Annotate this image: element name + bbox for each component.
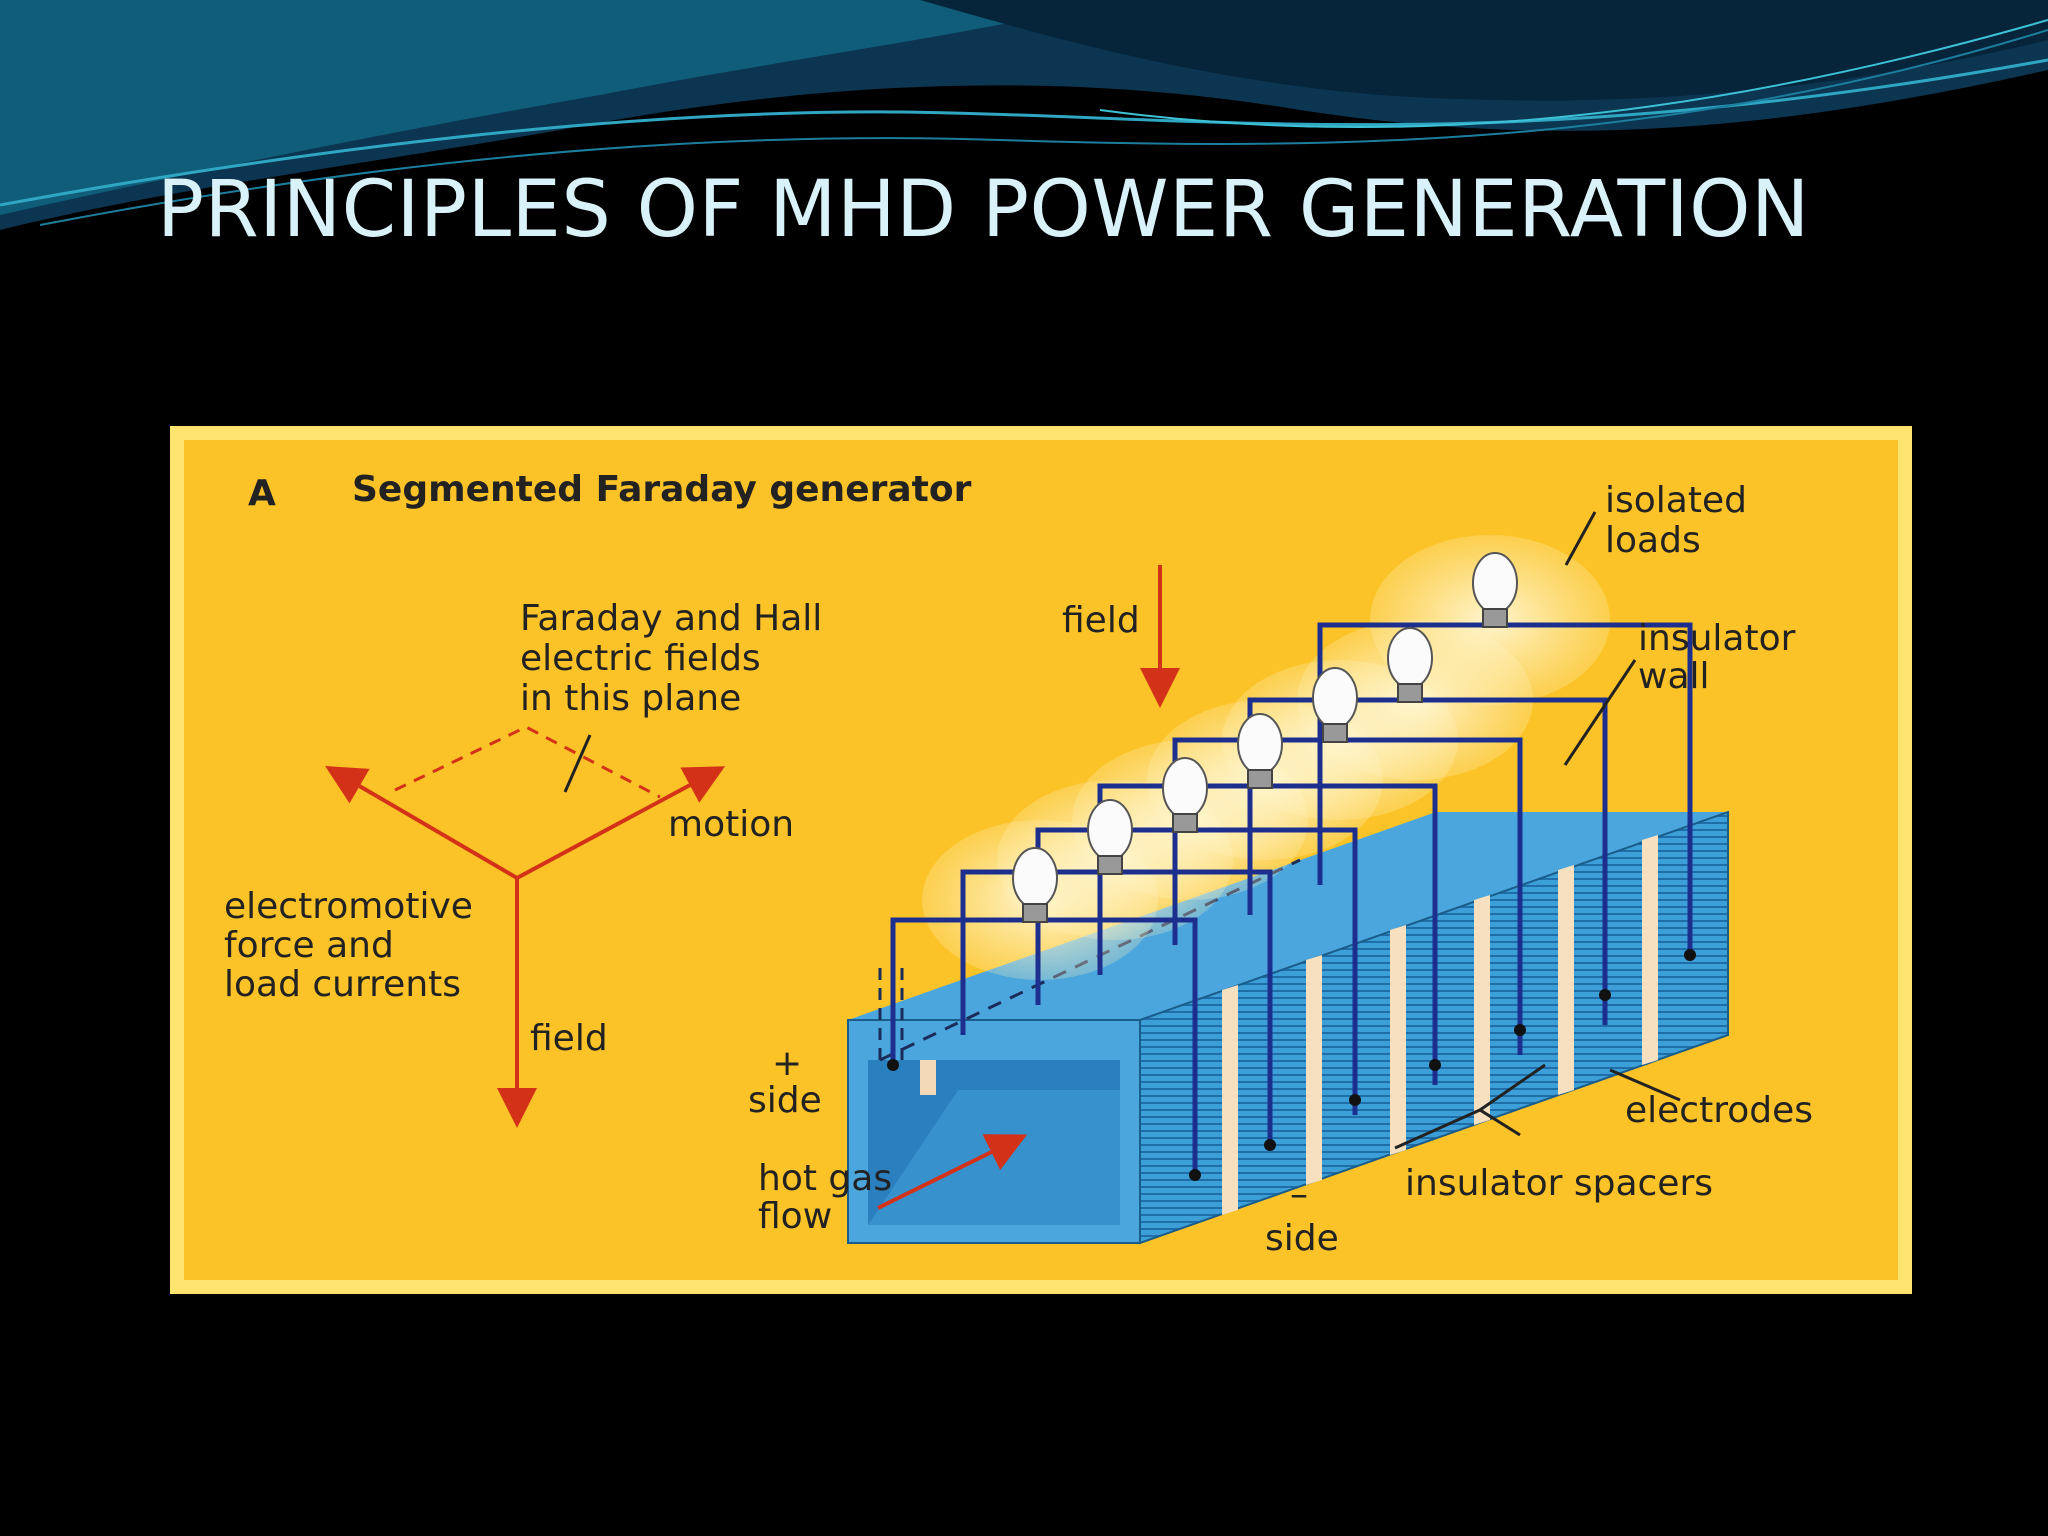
motion-arrow (516, 766, 726, 880)
electrode-terminal (1349, 1094, 1361, 1106)
plane-leader-line (563, 734, 592, 793)
light-bulb (1237, 713, 1283, 789)
plane-label-line3: in this plane (520, 678, 741, 719)
panel-letter: A (248, 473, 276, 514)
light-bulb (1387, 627, 1433, 703)
wave-line-3 (1099, 19, 2048, 129)
vector-diagram (325, 725, 726, 1128)
hot-gas-flow-arrow (877, 1134, 1028, 1210)
isolated-loads-leader (1564, 511, 1597, 566)
hot-gas-label-line2: flow (758, 1196, 832, 1237)
light-bulb (1162, 757, 1208, 833)
panel-title: Segmented Faraday generator (352, 469, 972, 510)
minus-side-label: side (1265, 1218, 1339, 1259)
load-wire (1035, 827, 1358, 1115)
insulator-spacer (1558, 865, 1574, 1095)
insulator-spacer (1474, 895, 1490, 1125)
wave-band-deep (920, 0, 2048, 101)
plane-label-line1: Faraday and Hall (520, 598, 822, 639)
electrode-terminal (1189, 1169, 1201, 1181)
wave-band-teal (0, 0, 1120, 215)
hot-gas-label-line1: hot gas (758, 1158, 892, 1199)
electrode-terminal (887, 1059, 899, 1071)
insulator-spacers-label: insulator spacers (1405, 1163, 1713, 1204)
plus-side-label: side (748, 1080, 822, 1121)
wave-line-1 (0, 58, 2048, 207)
emf-label-line1: electromotive (224, 886, 473, 927)
load-wire (890, 917, 1198, 1175)
electrode-terminals (887, 949, 1696, 1181)
insulator-spacer (1222, 985, 1238, 1215)
emf-arrow (325, 765, 519, 880)
insulator-spacer (1306, 955, 1322, 1185)
electrode-terminal (1599, 989, 1611, 1001)
electrode-terminal (1514, 1024, 1526, 1036)
electrodes-leader (1609, 1068, 1681, 1102)
field-plane-dashes (394, 725, 661, 799)
light-bulb (1312, 667, 1358, 743)
field-top-label: field (1062, 600, 1140, 641)
electrodes-label: electrodes (1625, 1090, 1813, 1131)
light-bulbs (1012, 552, 1518, 923)
leader-lines (1394, 511, 1681, 1150)
front-insulator-strip (920, 1060, 936, 1095)
light-bulb (1087, 799, 1133, 875)
plus-sign: + (772, 1043, 802, 1084)
electrode-terminal (1429, 1059, 1441, 1071)
insulator-spacers-leader-2 (1479, 1063, 1546, 1112)
wave-line-2 (39, 29, 2048, 226)
load-wire (960, 869, 1273, 1145)
isolated-loads-label-line1: isolated (1605, 480, 1747, 521)
electrode-terminal (1684, 949, 1696, 961)
minus-sign: – (1290, 1174, 1308, 1215)
electrode-terminal (1264, 1139, 1276, 1151)
light-bulb (1012, 847, 1058, 923)
insulator-spacer (1642, 835, 1658, 1065)
insulator-spacer (1390, 925, 1406, 1155)
load-wire (1317, 622, 1693, 955)
isolated-loads-label-line2: loads (1605, 520, 1701, 561)
insulator-spacers (1222, 835, 1658, 1215)
motion-label: motion (668, 804, 794, 845)
plane-label-line2: electric fields (520, 638, 761, 679)
load-wires (890, 622, 1693, 1175)
emf-label-line2: force and (224, 925, 394, 966)
emf-label-line3: load currents (224, 964, 461, 1005)
field-axis-label: field (530, 1018, 608, 1059)
insulator-wall-label-line1: insulator (1638, 618, 1796, 659)
insulator-wall-leader (1563, 659, 1637, 766)
slide-title: PRINCIPLES OF MHD POWER GENERATION (157, 165, 1810, 255)
light-bulb (1472, 552, 1518, 628)
insulator-wall-label-line2: wall (1638, 656, 1710, 697)
